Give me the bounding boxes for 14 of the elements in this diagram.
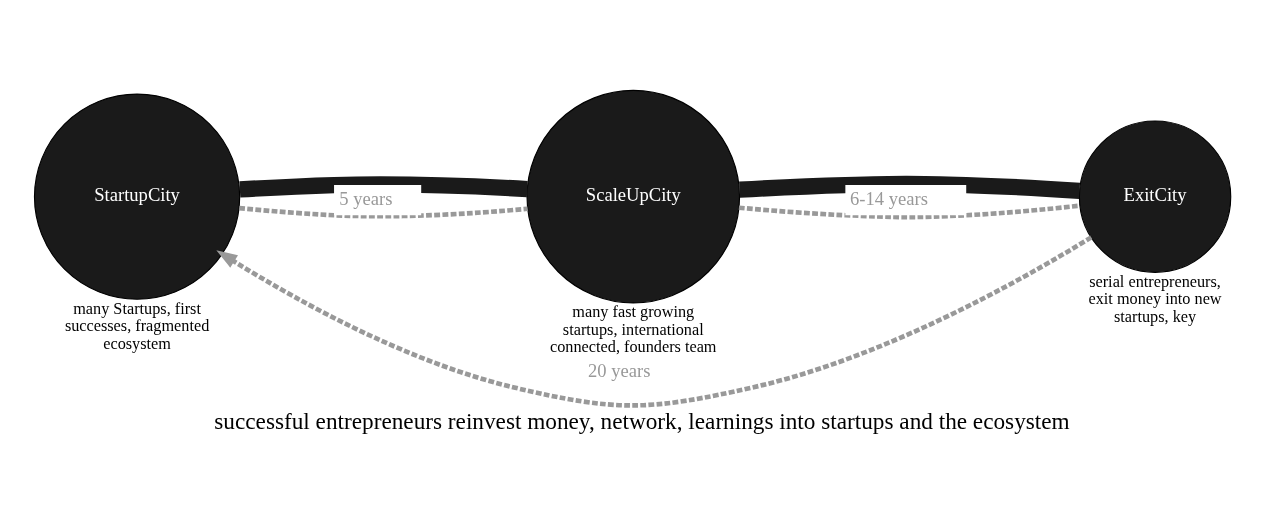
edge-label: 5 years: [339, 187, 393, 209]
node-circle: ScaleUpCity: [526, 89, 741, 304]
connector: [239, 176, 528, 198]
node-label: many Startups, first successes, fragmented ecosystem: [64, 299, 210, 353]
node-label: many fast growing startups, international connected, founders team: [550, 303, 717, 357]
node-circle: ExitCity: [1078, 120, 1232, 273]
caption: successful entrepreneurs reinvest money, network, learnings into startups and the ecosystem: [214, 407, 1070, 434]
connector: [739, 175, 1081, 200]
arrow: [216, 235, 1093, 408]
node-label: serial entrepreneurs, exit money into new startups, key: [1088, 272, 1222, 326]
edge-label: 6-14 years: [850, 187, 928, 209]
connector: [738, 203, 1080, 220]
connector: [239, 205, 528, 219]
edge-label: 20 years: [587, 359, 651, 381]
